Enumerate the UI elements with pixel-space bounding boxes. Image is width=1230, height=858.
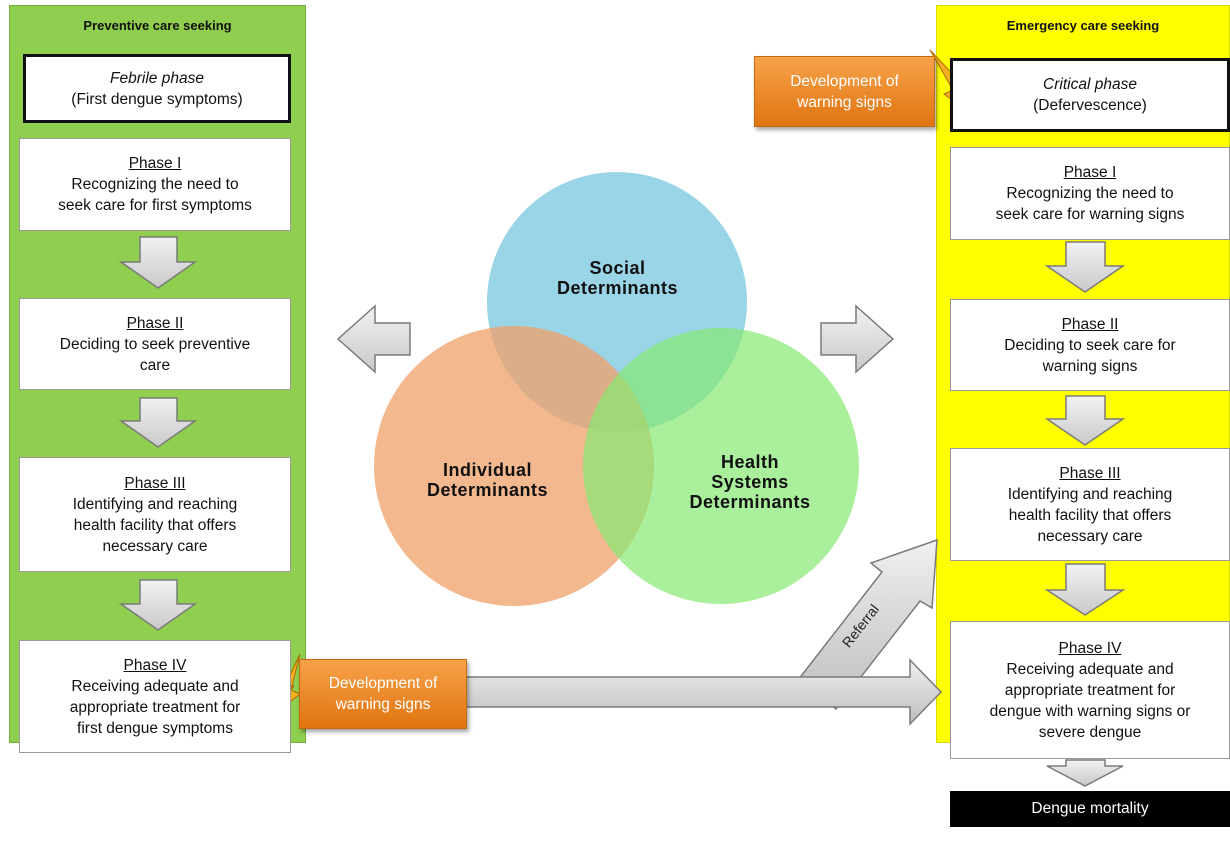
- left-pointing-arrow: [336, 304, 411, 374]
- warning-signs-bottom-line1: Development of: [328, 675, 438, 692]
- right-down-arrow-4: [1046, 759, 1124, 787]
- health-label-line2: Systems: [711, 472, 789, 492]
- left-phase-4-line: Receiving adequate and: [71, 677, 239, 695]
- social-determinants-label: Social Determinants: [540, 258, 695, 298]
- individual-label-line2: Determinants: [426, 480, 549, 500]
- critical-phase-subtitle: (Defervescence): [1033, 97, 1147, 114]
- left-phase-3-line: health facility that offers: [73, 516, 237, 534]
- emergency-care-title: Emergency care seeking: [1006, 18, 1160, 33]
- right-phase-3-name: Phase III: [1059, 464, 1121, 482]
- social-label-line2: Determinants: [556, 278, 679, 298]
- left-phase-4-name: Phase IV: [123, 656, 187, 674]
- critical-phase-title: Critical phase: [1043, 76, 1137, 93]
- dengue-mortality-label: Dengue mortality: [1031, 800, 1149, 817]
- febrile-phase-title: Febrile phase: [110, 69, 204, 87]
- warning-signs-label-top: Development of warning signs: [754, 56, 935, 127]
- right-down-arrow-2: [1044, 395, 1126, 446]
- warning-signs-top-line1: Development of: [790, 72, 899, 90]
- right-phase-1-line: Recognizing the need to: [1006, 185, 1174, 202]
- left-phase-3-line: Identifying and reaching: [72, 495, 238, 513]
- individual-determinants-label: Individual Determinants: [410, 460, 565, 500]
- febrile-phase-box: Febrile phase (First dengue symptoms): [23, 54, 291, 123]
- right-phase-1-line: seek care for warning signs: [995, 206, 1185, 223]
- right-phase-3-line: health facility that offers: [1008, 506, 1172, 524]
- right-phase-3-box: Phase III Identifying and reaching healt…: [950, 448, 1230, 561]
- dengue-mortality-box: Dengue mortality: [950, 791, 1230, 827]
- left-phase-3-box: Phase III Identifying and reaching healt…: [19, 457, 291, 572]
- individual-label-line1: Individual: [442, 460, 532, 480]
- febrile-phase-subtitle: (First dengue symptoms): [71, 90, 243, 108]
- right-phase-2-line: Deciding to seek care for: [1004, 336, 1176, 354]
- right-down-arrow-1: [1044, 241, 1126, 293]
- health-label-line1: Health: [720, 452, 779, 472]
- left-phase-4-line: appropriate treatment for: [69, 698, 241, 716]
- transfer-arrow: [465, 658, 943, 726]
- right-phase-4-name: Phase IV: [1058, 639, 1122, 657]
- left-down-arrow-3: [118, 579, 198, 631]
- left-phase-2-line: care: [139, 356, 171, 374]
- left-down-arrow-1: [118, 236, 198, 289]
- right-phase-4-line: severe dengue: [1038, 723, 1142, 741]
- right-phase-4-line: Receiving adequate and: [1006, 660, 1174, 678]
- health-systems-determinants-circle: [583, 328, 859, 604]
- left-phase-1-line: Recognizing the need to: [71, 176, 239, 193]
- preventive-care-title: Preventive care seeking: [83, 18, 232, 33]
- health-label-line3: Determinants: [689, 492, 811, 512]
- right-pointing-arrow: [820, 304, 895, 374]
- left-phase-1-box: Phase I Recognizing the need to seek car…: [19, 138, 291, 231]
- right-phase-1-name: Phase I: [1063, 164, 1117, 181]
- left-phase-2-line: Deciding to seek preventive: [59, 335, 251, 353]
- critical-phase-box: Critical phase (Defervescence): [950, 58, 1230, 132]
- left-down-arrow-2: [118, 397, 198, 448]
- left-phase-3-line: necessary care: [102, 537, 208, 555]
- right-phase-2-line: warning signs: [1042, 357, 1138, 375]
- warning-signs-label-bottom: Development of warning signs: [299, 659, 467, 729]
- right-phase-2-box: Phase II Deciding to seek care for warni…: [950, 299, 1230, 391]
- individual-determinants-circle: [374, 326, 654, 606]
- right-phase-2-name: Phase II: [1061, 315, 1119, 333]
- right-phase-4-box: Phase IV Receiving adequate and appropri…: [950, 621, 1230, 759]
- right-phase-1-box: Phase I Recognizing the need to seek car…: [950, 147, 1230, 240]
- left-phase-4-box: Phase IV Receiving adequate and appropri…: [19, 640, 291, 753]
- right-phase-3-line: necessary care: [1037, 527, 1143, 545]
- right-phase-3-line: Identifying and reaching: [1007, 485, 1173, 503]
- social-label-line1: Social: [589, 258, 646, 278]
- left-phase-1-name: Phase I: [128, 155, 182, 172]
- health-systems-determinants-label: Health Systems Determinants: [670, 452, 830, 512]
- left-phase-1-line: seek care for first symptoms: [58, 197, 252, 214]
- right-phase-4-line: dengue with warning signs or: [989, 702, 1191, 720]
- right-phase-4-line: appropriate treatment for: [1004, 681, 1176, 699]
- right-down-arrow-3: [1044, 563, 1126, 616]
- left-phase-3-name: Phase III: [124, 474, 186, 492]
- warning-signs-top-line2: warning signs: [797, 93, 892, 111]
- warning-signs-bottom-line2: warning signs: [335, 696, 431, 713]
- left-phase-2-name: Phase II: [126, 314, 184, 332]
- left-phase-4-line: first dengue symptoms: [77, 719, 233, 737]
- left-phase-2-box: Phase II Deciding to seek preventive car…: [19, 298, 291, 390]
